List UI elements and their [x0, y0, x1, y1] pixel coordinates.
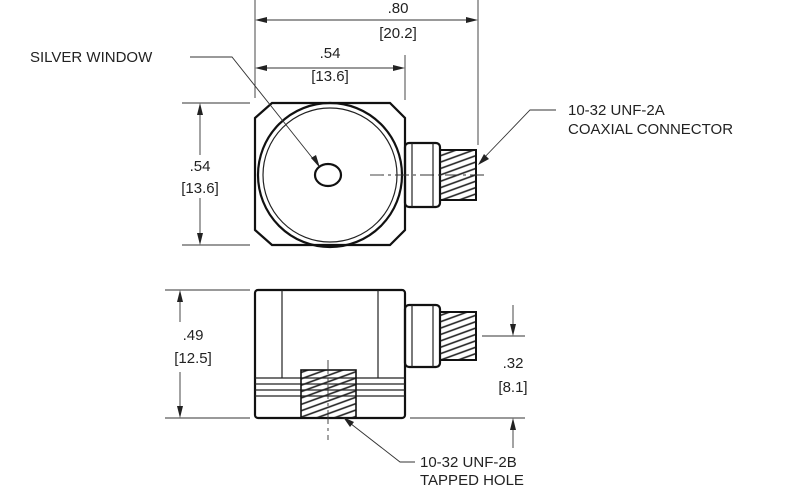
body-height-mm: [13.6]: [181, 180, 219, 197]
silver-window-label: SILVER WINDOW: [30, 49, 153, 66]
overall-width-inch: .80: [388, 0, 409, 17]
connector-label-1: 10-32 UNF-2A: [568, 102, 665, 119]
connector-height-mm: [8.1]: [498, 379, 527, 396]
body-height-inch: .54: [190, 158, 211, 175]
silver-window: [313, 162, 343, 188]
connector-label-2: COAXIAL CONNECTOR: [568, 121, 733, 138]
side-view: .49 [12.5] .32 [8.1] 10-32 UNF-2B TAPPED…: [165, 288, 528, 489]
tapped-hole-thread: [300, 369, 357, 419]
side-height-inch: .49: [183, 327, 204, 344]
body-outline: [253, 101, 407, 247]
body-width-inch: .54: [320, 45, 341, 62]
tapped-hole-label-1: 10-32 UNF-2B: [420, 454, 517, 471]
side-height-mm: [12.5]: [174, 350, 212, 367]
connector-height-inch: .32: [503, 355, 524, 372]
body-width-mm: [13.6]: [311, 68, 349, 85]
side-connector: [403, 303, 477, 369]
tapped-hole-label-2: TAPPED HOLE: [420, 472, 524, 489]
overall-width-mm: [20.2]: [379, 25, 417, 42]
top-view: .80 [20.2] .54 [13.6] .54 [13.6] SILVER …: [30, 0, 733, 249]
